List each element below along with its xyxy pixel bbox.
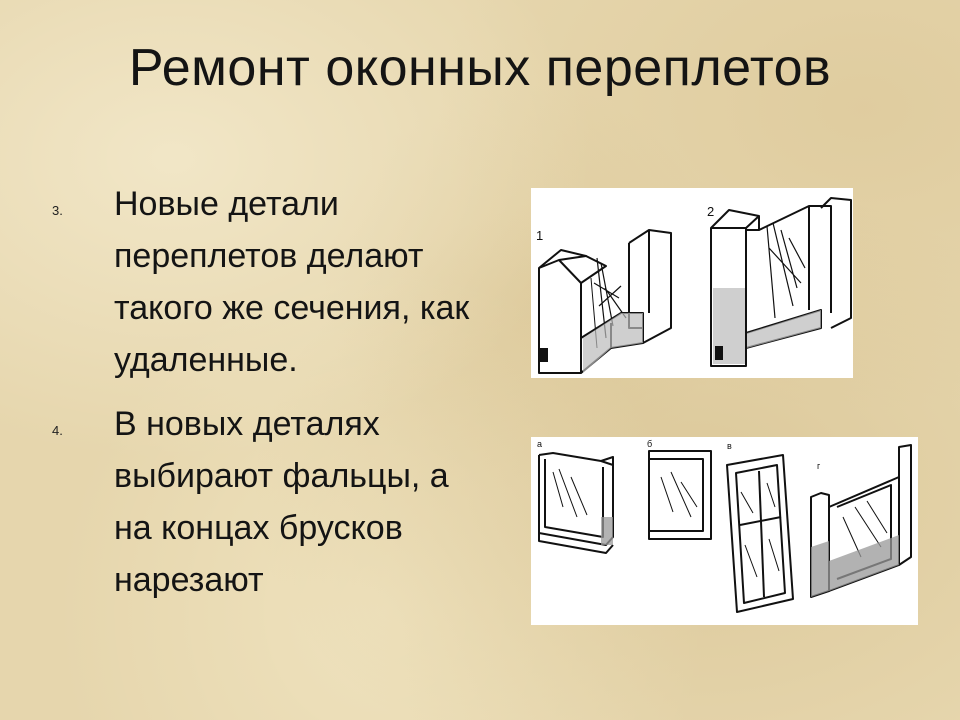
bullet-text: Новые детали переплетов делают такого же…	[114, 185, 470, 379]
figure-label: г	[817, 461, 821, 471]
figure-label: 2	[707, 204, 714, 219]
bullet-text: В новых деталях выбирают фальцы, а на ко…	[114, 405, 449, 599]
bullet-list: 3. Новые детали переплетов делают такого…	[52, 178, 482, 606]
figure-label: в	[727, 441, 732, 451]
sash-joint-drawing: 1 2	[536, 197, 852, 374]
bullet-number: 3.	[52, 203, 63, 218]
sash-frames-illustration: а б в г	[531, 437, 918, 625]
figure-label: 1	[536, 228, 543, 243]
bullet-item: 4. В новых деталях выбирают фальцы, а на…	[52, 398, 482, 606]
bullet-item: 3. Новые детали переплетов делают такого…	[52, 178, 482, 386]
slide-title: Ремонт оконных переплетов	[128, 39, 832, 97]
figure-label: а	[537, 439, 542, 449]
figure-label: б	[647, 439, 652, 449]
sash-frames-drawing: а б в г	[537, 439, 912, 613]
bullet-number: 4.	[52, 423, 63, 438]
sash-joint-illustration: 1 2	[531, 188, 853, 378]
